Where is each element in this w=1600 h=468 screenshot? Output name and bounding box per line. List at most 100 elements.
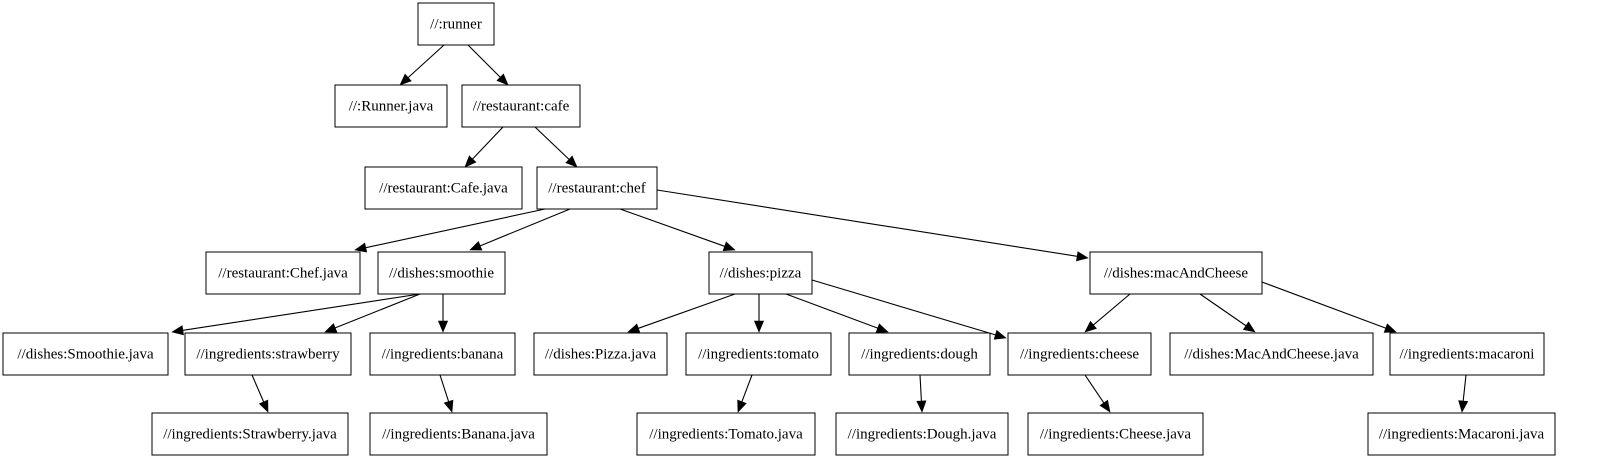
graph-node-restaurant_chef[interactable]: //restaurant:chef [536,166,658,210]
graph-node-ing_banana[interactable]: //ingredients:banana [369,332,516,376]
graph-node-restaurant_cafe_java[interactable]: //restaurant:Cafe.java [364,166,523,210]
graph-node-ing_strawberry_java[interactable]: //ingredients:Strawberry.java [151,412,349,456]
arrowhead-icon [443,399,454,413]
edge-dishes_macandcheese-to-ing_cheese [1084,293,1131,333]
graph-node-ing_tomato[interactable]: //ingredients:tomato [685,332,832,376]
node-box[interactable] [835,412,1009,456]
edge-line [785,293,878,329]
arrowhead-icon [737,399,747,413]
node-label: //ingredients:cheese [1020,346,1139,362]
graph-node-runner_java[interactable]: //:Runner.java [334,84,448,128]
graph-node-dishes_macandcheese[interactable]: //dishes:macAndCheese [1089,251,1263,295]
edge-line [182,293,421,331]
node-box[interactable] [205,251,361,295]
node-box[interactable] [848,332,991,376]
node-box[interactable] [184,332,352,376]
edge-line [919,374,922,402]
edge-line [467,44,501,78]
arrowhead-icon [469,241,483,251]
edge-dishes_smoothie-to-ing_banana [437,294,449,333]
graph-node-restaurant_cafe[interactable]: //restaurant:cafe [461,84,581,128]
edge-line [407,44,445,79]
edge-line [1093,293,1131,326]
edge-restaurant_chef-to-dishes_macandcheese [656,189,1089,262]
node-label: //ingredients:macaroni [1400,346,1535,362]
arrowhead-icon [627,323,641,333]
edge-ing_tomato-to-ing_tomato_java [737,374,753,413]
edge-line [335,293,421,329]
node-box[interactable] [417,2,495,46]
graph-node-ing_cheese_java[interactable]: //ingredients:Cheese.java [1027,412,1204,456]
node-box[interactable] [151,412,349,456]
node-box[interactable] [1027,412,1204,456]
node-label: //ingredients:tomato [698,346,819,362]
graph-node-dishes_pizza_java[interactable]: //dishes:Pizza.java [533,332,668,376]
node-label: //ingredients:Dough.java [848,426,997,442]
edge-restaurant_chef-to-restaurant_chef_java [354,208,546,253]
node-box[interactable] [369,412,548,456]
arrowhead-icon [258,399,269,413]
node-box[interactable] [636,412,816,456]
arrowhead-icon [993,329,1007,340]
edge-line [811,279,996,336]
graph-node-ing_tomato_java[interactable]: //ingredients:Tomato.java [636,412,816,456]
edge-restaurant_cafe-to-restaurant_cafe_java [464,126,504,168]
arrowhead-icon [722,241,736,251]
arrowhead-icon [437,320,449,333]
node-box[interactable] [461,84,581,128]
node-box[interactable] [334,84,448,128]
edge-line [534,126,570,160]
node-box[interactable] [2,332,169,376]
node-box[interactable] [708,251,813,295]
node-label: //dishes:macAndCheese [1104,265,1248,281]
edge-line [638,293,736,329]
graph-node-dishes_smoothie[interactable]: //dishes:smoothie [377,251,506,295]
node-box[interactable] [1089,251,1263,295]
node-label: //dishes:Pizza.java [545,346,657,362]
edge-runner-to-runner_java [399,44,445,86]
node-box[interactable] [1367,412,1556,456]
node-box[interactable] [1169,332,1374,376]
graph-node-ing_banana_java[interactable]: //ingredients:Banana.java [369,412,548,456]
edge-ing_strawberry-to-ing_strawberry_java [251,374,269,413]
edge-line [1261,281,1386,329]
arrowhead-icon [464,155,477,168]
graph-node-ing_macaroni_java[interactable]: //ingredients:Macaroni.java [1367,412,1556,456]
node-label: //ingredients:Strawberry.java [163,426,337,442]
graph-node-dishes_macandcheese_java[interactable]: //dishes:MacAndCheese.java [1169,332,1374,376]
edge-line [619,208,725,247]
node-box[interactable] [377,251,506,295]
node-label: //ingredients:strawberry [196,346,340,362]
graph-node-ing_cheese[interactable]: //ingredients:cheese [1007,332,1152,376]
graph-node-runner[interactable]: //:runner [417,2,495,46]
graph-node-ing_strawberry[interactable]: //ingredients:strawberry [184,332,352,376]
node-box[interactable] [1007,332,1152,376]
edge-restaurant_cafe-to-restaurant_chef [534,126,578,168]
node-box[interactable] [369,332,516,376]
graph-node-restaurant_chef_java[interactable]: //restaurant:Chef.java [205,251,361,295]
node-box[interactable] [533,332,668,376]
arrowhead-icon [399,73,412,86]
node-label: //:Runner.java [349,98,434,114]
edge-dishes_macandcheese-to-dishes_macandcheese_java [1199,293,1256,333]
edge-ing_dough-to-ing_dough_java [916,374,927,413]
graph-node-ing_dough[interactable]: //ingredients:dough [848,332,991,376]
arrowhead-icon [354,242,368,253]
edge-dishes_smoothie-to-ing_strawberry [324,293,421,333]
node-box[interactable] [536,166,658,210]
node-label: //ingredients:dough [861,346,978,362]
graph-node-ing_macaroni[interactable]: //ingredients:macaroni [1389,332,1545,376]
graph-node-dishes_smoothie_java[interactable]: //dishes:Smoothie.java [2,332,169,376]
graph-node-dishes_pizza[interactable]: //dishes:pizza [708,251,813,295]
arrowhead-icon [1458,400,1469,413]
graph-node-ing_dough_java[interactable]: //ingredients:Dough.java [835,412,1009,456]
arrowhead-icon [1099,399,1111,413]
node-box[interactable] [1389,332,1545,376]
edge-line [1084,374,1105,404]
node-layer: //:runner //:Runner.java //restaurant:cafe… [2,2,1556,456]
node-box[interactable] [364,166,523,210]
node-box[interactable] [685,332,832,376]
edge-line [1199,293,1247,327]
arrowhead-icon [324,323,338,333]
